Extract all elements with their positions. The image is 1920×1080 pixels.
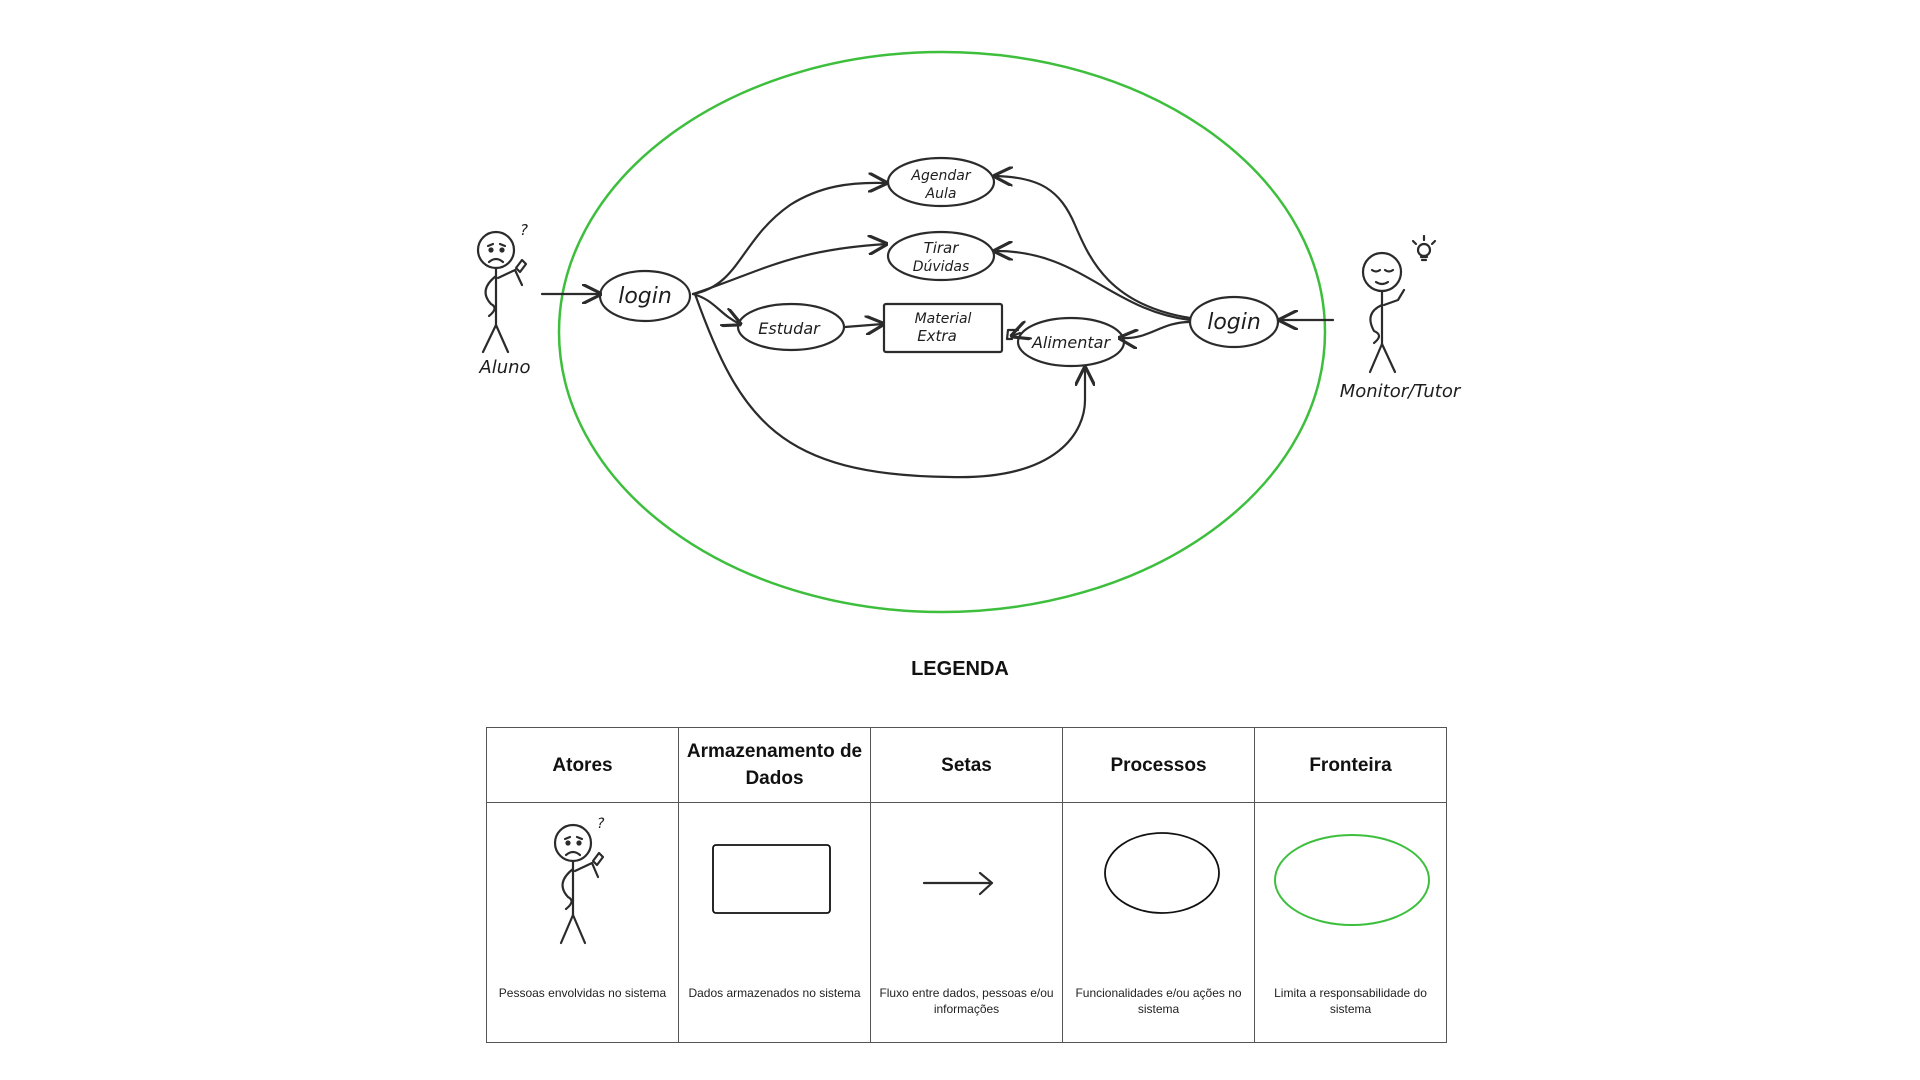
svg-text:Extra: Extra xyxy=(917,327,957,345)
data-store-material-extra: Material Extra xyxy=(882,302,1004,354)
svg-text:Estudar: Estudar xyxy=(758,319,821,338)
legend-desc-atores: Pessoas envolvidas no sistema xyxy=(498,986,667,1000)
legend-cell-armazenamento: Dados armazenados no sistema xyxy=(678,802,871,1043)
stick-figure-icon: ? xyxy=(553,816,605,945)
monitor-label: Monitor/Tutor xyxy=(1340,381,1462,402)
process-login-left: login xyxy=(598,269,692,323)
legend-header-armazenamento: Armazenamento de Dados xyxy=(678,727,871,803)
legend-table: Atores Armazenamento de Dados Setas Proc… xyxy=(486,727,1447,1043)
svg-text:Agendar: Agendar xyxy=(910,168,971,184)
monitor-actor-icon xyxy=(1361,251,1406,374)
legend-header-processos: Processos xyxy=(1062,727,1255,803)
legend-cell-fronteira: Limita a responsabilidade do sistema xyxy=(1254,802,1447,1043)
aluno-question-mark: ? xyxy=(520,221,528,239)
aluno-label: Aluno xyxy=(478,357,530,378)
legend-header-fronteira: Fronteira xyxy=(1254,727,1447,803)
legend-body-row: ? Pessoas envolvidas no sistema Dados ar… xyxy=(486,802,1447,1043)
legend-desc-fronteira: Limita a responsabilidade do sistema xyxy=(1274,986,1427,1016)
legend-cell-processos: Funcionalidades e/ou ações no sistema xyxy=(1062,802,1255,1043)
legend-header-setas: Setas xyxy=(870,727,1063,803)
aluno-actor-icon xyxy=(476,230,528,354)
arrow-icon xyxy=(922,871,994,896)
flow-arrows xyxy=(540,176,1335,479)
legend-cell-atores: ? Pessoas envolvidas no sistema xyxy=(486,802,679,1043)
legend-header-row: Atores Armazenamento de Dados Setas Proc… xyxy=(486,727,1447,803)
use-case-diagram: ? Aluno Monitor/Tutor login A xyxy=(476,50,1462,614)
svg-text:Dúvidas: Dúvidas xyxy=(913,259,970,275)
lightbulb-icon xyxy=(1411,234,1437,262)
legend-title: LEGENDA xyxy=(911,658,1009,680)
arrow-login-tirar-right xyxy=(995,251,1192,322)
system-boundary xyxy=(557,50,1327,614)
ellipse-icon xyxy=(1104,832,1220,914)
process-alimentar: Alimentar xyxy=(1016,316,1126,368)
arrow-login-agendar xyxy=(691,183,886,296)
arrow-estudar-material xyxy=(843,324,883,327)
legend-desc-setas: Fluxo entre dados, pessoas e/ou informaç… xyxy=(879,986,1054,1016)
process-tirar-duvidas: Tirar Dúvidas xyxy=(886,230,996,282)
svg-text:Tirar: Tirar xyxy=(924,239,960,257)
svg-text:Material: Material xyxy=(915,311,972,327)
arrow-login-tirar xyxy=(691,244,886,296)
arrow-login-alimentar xyxy=(693,292,1085,479)
legend-desc-armazenamento: Dados armazenados no sistema xyxy=(688,986,861,1000)
arrow-login-estudar xyxy=(691,292,740,324)
legend-header-atores: Atores xyxy=(486,727,679,803)
process-agendar-aula: Agendar Aula xyxy=(886,156,996,208)
green-ellipse-icon xyxy=(1274,834,1430,926)
legend-cell-setas: Fluxo entre dados, pessoas e/ou informaç… xyxy=(870,802,1063,1043)
svg-text:Alimentar: Alimentar xyxy=(1031,333,1111,352)
arrow-login-agendar-right xyxy=(995,176,1192,320)
legend-desc-processos: Funcionalidades e/ou ações no sistema xyxy=(1075,986,1242,1016)
process-login-right: login xyxy=(1188,295,1280,349)
rectangle-icon xyxy=(712,844,831,914)
arrow-to-material xyxy=(1012,333,1020,336)
svg-text:Aula: Aula xyxy=(925,186,957,202)
svg-text:login: login xyxy=(618,284,672,309)
arrow-login-alimentar-right xyxy=(1120,320,1192,338)
process-estudar: Estudar xyxy=(736,302,846,352)
svg-text:?: ? xyxy=(597,816,605,832)
svg-text:login: login xyxy=(1207,310,1261,335)
